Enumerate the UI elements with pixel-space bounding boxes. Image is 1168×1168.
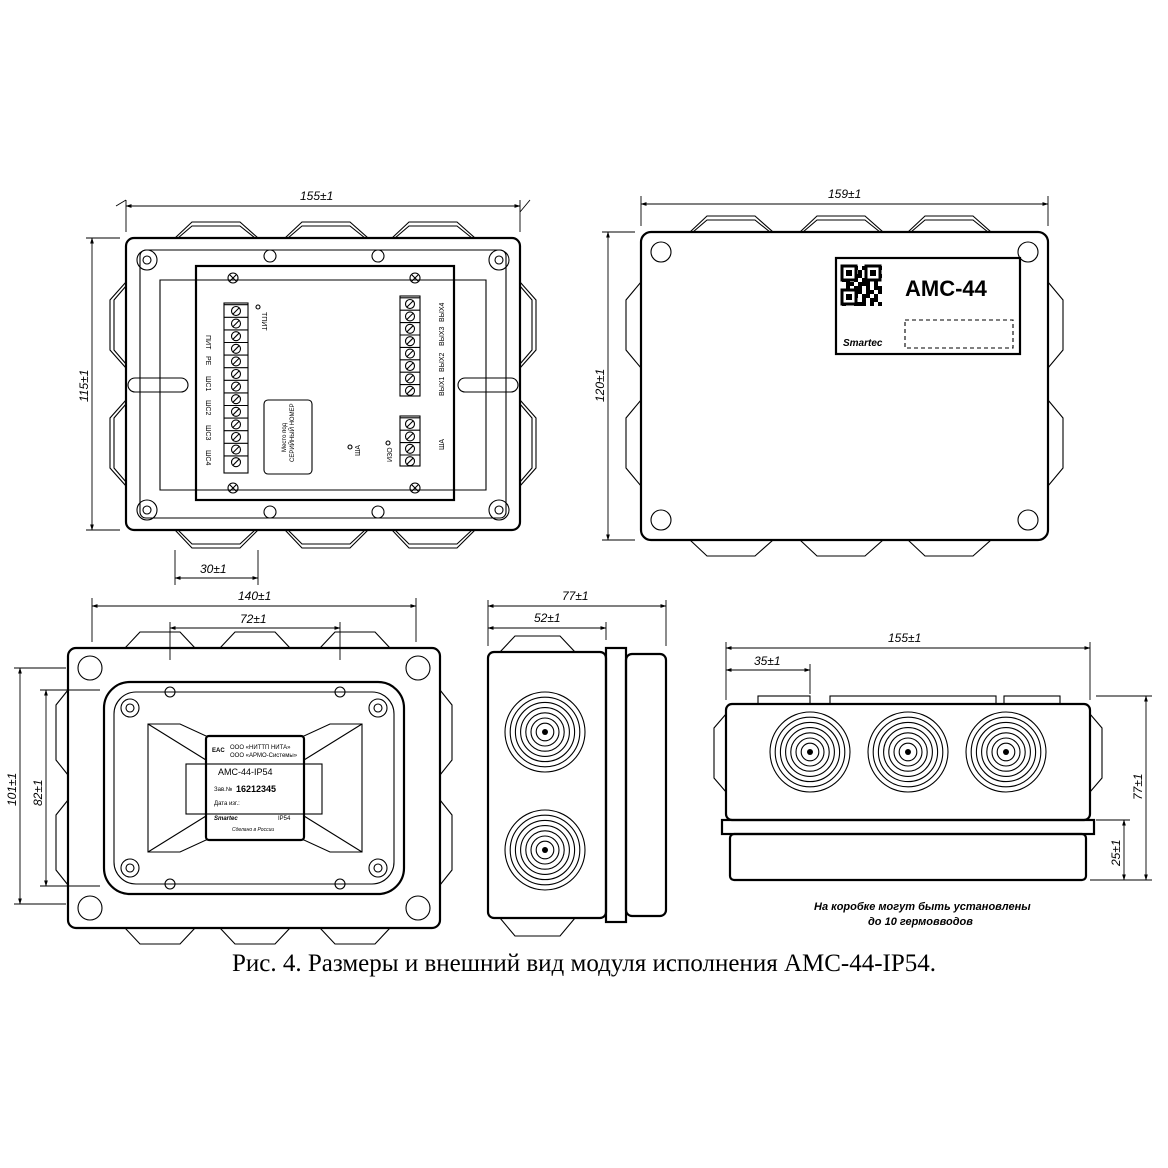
note-line2: до 10 гермовводов bbox=[868, 916, 973, 928]
nameplate-ip: IP54 bbox=[278, 816, 291, 822]
label-shs2: ШС2 bbox=[204, 400, 211, 415]
label-tpit: ТПИТ bbox=[260, 312, 267, 331]
label-sha: ША bbox=[355, 445, 362, 456]
cable-gland bbox=[769, 711, 851, 793]
note-line1: На коробке могут быть установлены bbox=[814, 901, 1031, 913]
terminal-screw bbox=[230, 368, 242, 380]
label-vyh3: ВЫХ3 bbox=[439, 326, 446, 346]
dim-height-115: 115±1 bbox=[77, 370, 91, 402]
label-shs1: ШС1 bbox=[204, 376, 211, 391]
dim-width-140: 140±1 bbox=[238, 589, 271, 603]
dim-front-height-77: 77±1 bbox=[1131, 773, 1145, 800]
dim-depth-77: 77±1 bbox=[562, 589, 589, 603]
lid-brand: Smartec bbox=[843, 338, 883, 349]
cable-gland bbox=[867, 711, 949, 793]
label-sha-right: ША bbox=[439, 439, 446, 450]
label-shs4: ШС4 bbox=[204, 450, 211, 465]
figure-caption: Рис. 4. Размеры и внешний вид модуля исп… bbox=[231, 950, 937, 977]
terminal-screw bbox=[404, 456, 416, 467]
terminal-screw bbox=[404, 431, 416, 442]
top-view-dimensions: 155±1 115±1 30±1 bbox=[77, 189, 531, 585]
nameplate-company2: ООО «АРМО-Системы» bbox=[230, 753, 298, 759]
terminal-screw bbox=[404, 385, 416, 396]
nameplate-date: Дата изг.: bbox=[214, 801, 240, 807]
label-vyh4: ВЫХ4 bbox=[439, 302, 446, 322]
terminal-screw bbox=[404, 360, 416, 372]
serial-placeholder-line2: СЕРИЙНЫЙ НОМЕР bbox=[288, 403, 296, 462]
qr-code bbox=[840, 264, 882, 306]
terminal-screw bbox=[230, 318, 242, 329]
terminal-screw bbox=[404, 373, 416, 384]
cable-gland bbox=[965, 711, 1047, 793]
front-view-dimensions: 155±1 35±1 77±1 25±1 bbox=[725, 631, 1152, 881]
lid-model: АМС-44 bbox=[905, 276, 988, 301]
dim-lid-52: 52±1 bbox=[534, 611, 561, 625]
terminal-screw bbox=[230, 381, 242, 392]
terminal-screw bbox=[230, 457, 242, 468]
dim-inner-82: 82±1 bbox=[31, 779, 45, 806]
terminal-screw bbox=[230, 356, 242, 367]
label-vyh1: ВЫХ1 bbox=[439, 376, 446, 396]
terminal-screw bbox=[404, 298, 416, 310]
terminal-screw bbox=[230, 431, 242, 443]
terminal-screw bbox=[230, 343, 242, 354]
cable-gland bbox=[504, 809, 586, 891]
dim-gland-35: 35±1 bbox=[754, 654, 781, 668]
terminal-screw bbox=[404, 336, 416, 347]
front-view: На коробке могут быть установлены до 10 … bbox=[713, 695, 1103, 928]
terminal-screw bbox=[404, 323, 416, 334]
bottom-view-dimensions: 140±1 72±1 101±1 82±1 bbox=[5, 589, 417, 905]
nameplate-serial: 16212345 bbox=[236, 784, 276, 794]
terminal-screw bbox=[230, 406, 242, 417]
lid-dimensions: 159±1 120±1 bbox=[593, 187, 1049, 541]
nameplate-eac: EAC bbox=[212, 748, 225, 754]
dim-width-155: 155±1 bbox=[300, 189, 333, 203]
nameplate-company1: ООО «НИТТП НИТА» bbox=[230, 745, 291, 751]
dim-front-width-155: 155±1 bbox=[888, 631, 921, 645]
serial-placeholder-line1: Место под bbox=[282, 422, 288, 452]
dim-width-159: 159±1 bbox=[828, 187, 861, 201]
label-pe: PE bbox=[204, 356, 211, 366]
nameplate-made-in: Сделано в России bbox=[232, 827, 274, 833]
label-pit: ПИТ bbox=[204, 335, 211, 350]
nameplate-serial-label: Зав.№ bbox=[214, 786, 232, 793]
side-view-dimensions: 77±1 52±1 bbox=[487, 589, 667, 646]
label-shs3: ШС3 bbox=[204, 425, 211, 440]
dim-height-101: 101±1 bbox=[5, 773, 19, 806]
terminal-screw bbox=[230, 305, 242, 317]
top-view-open-box: Место под СЕРИЙНЫЙ НОМЕР ПИТ PE ШС1 ШС2 … bbox=[109, 221, 537, 549]
terminal-screw bbox=[404, 348, 416, 359]
terminal-screw bbox=[230, 444, 242, 455]
terminal-screw bbox=[230, 331, 242, 342]
nameplate-model: АМС-44-IP54 bbox=[218, 767, 273, 777]
terminal-screw bbox=[230, 419, 242, 430]
dim-height-120: 120±1 bbox=[593, 369, 607, 402]
terminal-screw bbox=[404, 443, 416, 454]
label-izo: ИЗО bbox=[387, 447, 394, 462]
side-view bbox=[486, 635, 668, 937]
terminal-screw bbox=[404, 418, 416, 430]
bottom-view: EAC ООО «НИТТП НИТА» ООО «АРМО-Системы» … bbox=[55, 631, 453, 945]
cable-gland bbox=[504, 691, 586, 773]
terminal-screw bbox=[230, 394, 242, 405]
dim-gland-30: 30±1 bbox=[200, 562, 227, 576]
lid-view: АМС-44 Smartec bbox=[625, 215, 1064, 557]
dim-lid-25: 25±1 bbox=[1109, 839, 1123, 867]
dim-inner-72: 72±1 bbox=[240, 612, 267, 626]
nameplate-brand: Smartec bbox=[214, 816, 238, 822]
terminal-screw bbox=[404, 311, 416, 322]
label-vyh2: ВЫХ2 bbox=[439, 352, 446, 372]
